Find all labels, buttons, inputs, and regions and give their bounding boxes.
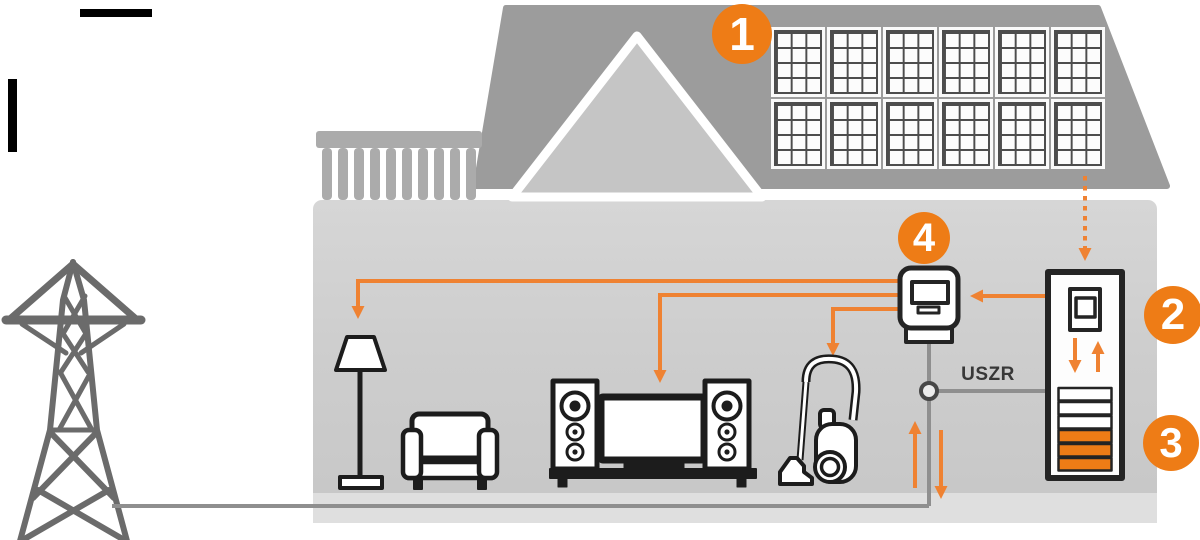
- solar-panel: [1051, 99, 1105, 169]
- badge-solar-panels: 1: [712, 4, 772, 64]
- meter-display: [910, 280, 950, 305]
- power-flow-lines: [351, 176, 1092, 499]
- crop-mark-horizontal: [80, 9, 152, 17]
- solar-panel: [939, 27, 993, 97]
- solar-panel: [939, 99, 993, 169]
- badge-meter: 4: [898, 212, 950, 264]
- solar-panel: [1051, 27, 1105, 97]
- floor-lamp-icon: [334, 335, 387, 490]
- battery-icon: [1057, 386, 1113, 472]
- flow-to-lamp: [351, 279, 900, 319]
- left-speaker: [550, 378, 600, 472]
- solar-panel: [995, 99, 1049, 169]
- inverter-icon: [1045, 269, 1125, 481]
- flow-to-tv: [653, 293, 900, 383]
- solar-panel: [995, 27, 1049, 97]
- solar-panel: [883, 27, 937, 97]
- solar-panel: [883, 99, 937, 169]
- badge-inverter: 2: [1144, 286, 1200, 344]
- vacuum-nozzle: [778, 456, 814, 486]
- vacuum-cleaner-icon: [778, 354, 861, 486]
- tv-screen: [597, 393, 708, 464]
- grid-wires: [112, 340, 1048, 508]
- solar-panel: [771, 99, 825, 169]
- badge-battery: 3: [1143, 415, 1199, 471]
- armchair-icon: [400, 411, 500, 490]
- crop-mark-vertical: [8, 79, 17, 152]
- tv-with-speakers-icon: [549, 378, 757, 488]
- meter-slot: [916, 305, 941, 315]
- solar-array: [771, 27, 1114, 176]
- solar-panel: [827, 99, 881, 169]
- electricity-meter-icon: [897, 265, 961, 344]
- uszr-junction-node: [919, 381, 939, 401]
- balcony-railing: [316, 131, 482, 200]
- solar-panel: [771, 27, 825, 97]
- tv-shelf: [549, 468, 757, 479]
- power-pylon-icon: [1, 259, 146, 540]
- solar-panel: [827, 27, 881, 97]
- gable: [507, 31, 767, 202]
- flow-to-vacuum: [826, 307, 900, 356]
- uszr-label: USZR: [961, 364, 1015, 385]
